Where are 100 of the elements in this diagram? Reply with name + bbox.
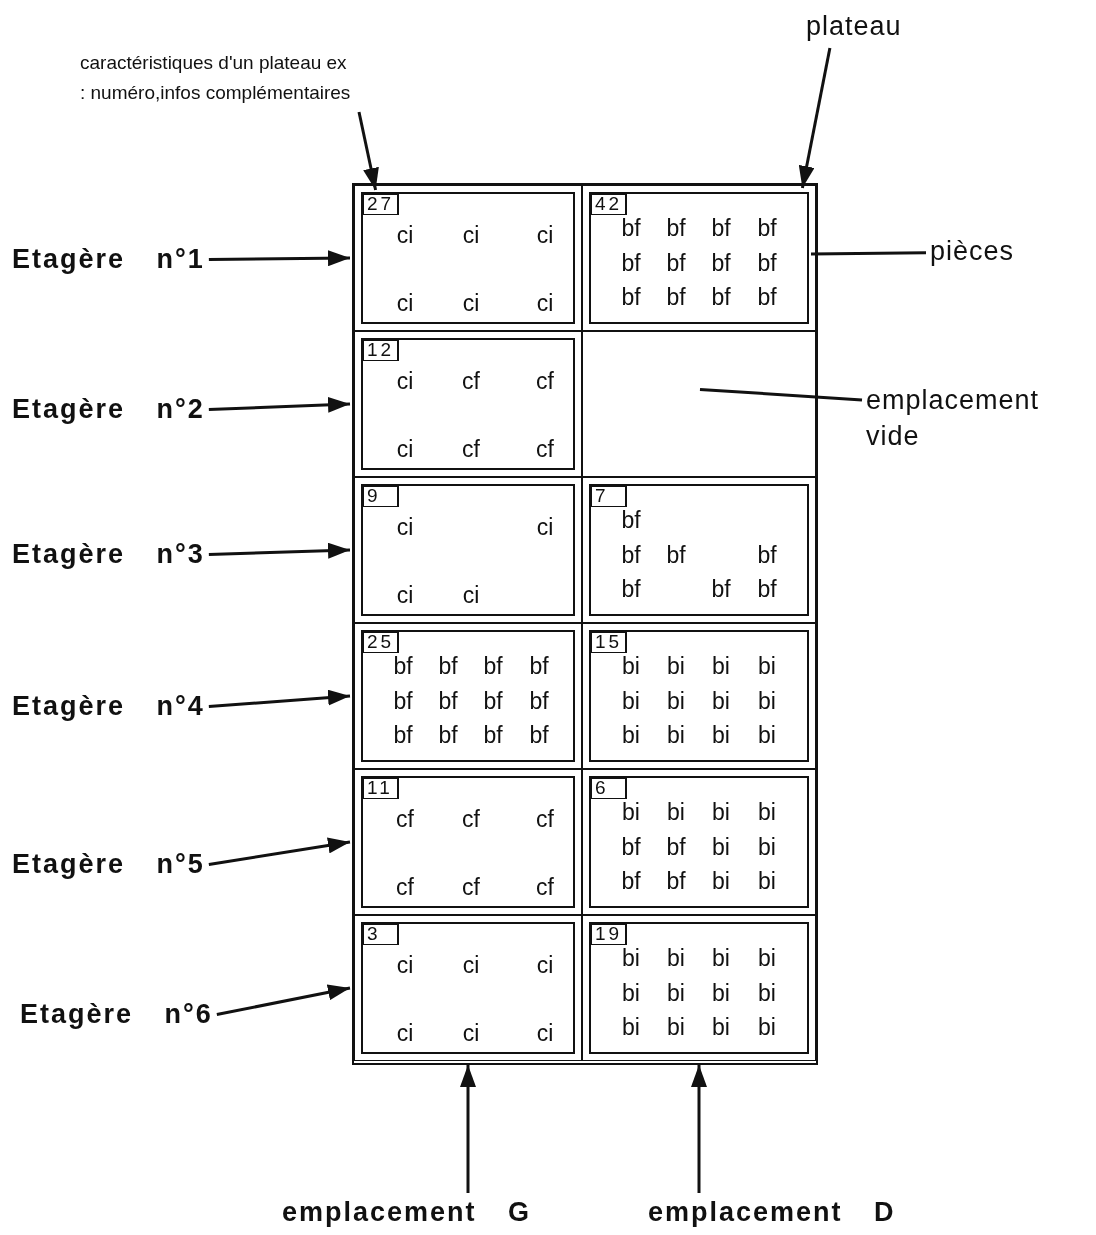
- piece-code: bf: [665, 868, 687, 894]
- tray-number-tag: 3: [363, 924, 399, 945]
- piece-code: ci: [461, 290, 481, 316]
- piece-code: bi: [757, 799, 777, 825]
- piece-code: bi: [757, 980, 777, 1006]
- piece-code: bf: [620, 507, 642, 533]
- piece-code: ci: [395, 582, 415, 608]
- piece-code: bi: [621, 799, 641, 825]
- piece-code: ci: [395, 514, 415, 540]
- shelf-slot: [354, 769, 582, 915]
- piece-code: ci: [461, 582, 481, 608]
- piece-code: bf: [620, 284, 642, 310]
- tray-number-tag: 12: [363, 340, 399, 361]
- slot-label: emplacement G: [282, 1197, 532, 1228]
- piece-code: bi: [757, 688, 777, 714]
- shelf-label: Etagère n°6: [20, 999, 213, 1030]
- tray-number-tag: 25: [363, 632, 399, 653]
- piece-code: bf: [665, 542, 687, 568]
- piece-code: bi: [621, 688, 641, 714]
- piece-code: cf: [535, 436, 555, 462]
- piece-code: bf: [620, 250, 642, 276]
- piece-code: bf: [756, 284, 778, 310]
- piece-code: bi: [711, 834, 731, 860]
- piece-code: bi: [711, 722, 731, 748]
- piece-code: ci: [461, 1020, 481, 1046]
- shelf-label: Etagère n°2: [12, 394, 205, 425]
- piece-code: bi: [711, 799, 731, 825]
- piece-code: bf: [620, 542, 642, 568]
- tray-box: [361, 192, 575, 324]
- piece-code: bi: [621, 980, 641, 1006]
- piece-code: bi: [621, 1014, 641, 1040]
- shelf-slot: [354, 477, 582, 623]
- arrow: [691, 1065, 707, 1193]
- piece-code: bf: [528, 653, 550, 679]
- arrow: [216, 984, 351, 1016]
- shelf-label: Etagère n°1: [12, 244, 205, 275]
- tray-number-tag: 9: [363, 486, 399, 507]
- piece-code: bi: [666, 653, 686, 679]
- piece-code: bi: [757, 653, 777, 679]
- piece-code: bf: [665, 834, 687, 860]
- arrow: [208, 542, 351, 559]
- piece-code: ci: [535, 952, 555, 978]
- piece-code: bf: [710, 576, 732, 602]
- callout-text: emplacement vide: [866, 382, 1096, 454]
- piece-code: bi: [711, 1014, 731, 1040]
- tray-box: [361, 484, 575, 616]
- shelf-slot: [354, 915, 582, 1061]
- piece-code: bi: [666, 945, 686, 971]
- piece-code: ci: [461, 222, 481, 248]
- piece-code: ci: [535, 1020, 555, 1046]
- piece-code: bf: [665, 250, 687, 276]
- piece-code: bi: [666, 722, 686, 748]
- piece-code: bf: [665, 215, 687, 241]
- piece-code: cf: [461, 806, 481, 832]
- piece-code: bf: [528, 688, 550, 714]
- piece-code: bi: [666, 799, 686, 825]
- piece-code: bi: [757, 1014, 777, 1040]
- shelf-slot: [582, 331, 816, 477]
- piece-code: bi: [666, 688, 686, 714]
- callout-text: pièces: [930, 233, 1015, 269]
- piece-code: bi: [666, 980, 686, 1006]
- shelf-slot: [354, 331, 582, 477]
- shelf-label: Etagère n°3: [12, 539, 205, 570]
- piece-code: bi: [711, 868, 731, 894]
- arrow: [798, 47, 832, 189]
- piece-code: ci: [395, 368, 415, 394]
- leader-line: [699, 387, 863, 402]
- piece-code: bi: [757, 834, 777, 860]
- piece-code: ci: [461, 952, 481, 978]
- piece-code: bf: [756, 576, 778, 602]
- leader-line: [811, 251, 926, 256]
- piece-code: ci: [535, 514, 555, 540]
- piece-code: bf: [437, 653, 459, 679]
- callout-text: caractéristiques d'un plateau ex : numéro,infos complémentaires: [80, 48, 530, 108]
- tray-number-tag: 7: [591, 486, 627, 507]
- piece-code: bi: [757, 868, 777, 894]
- arrow: [208, 689, 351, 708]
- piece-code: bf: [392, 722, 414, 748]
- tray-box: [361, 630, 575, 762]
- piece-code: ci: [395, 436, 415, 462]
- piece-code: bi: [621, 945, 641, 971]
- piece-code: bf: [756, 250, 778, 276]
- piece-code: cf: [395, 874, 415, 900]
- shelf-label: Etagère n°5: [12, 849, 205, 880]
- piece-code: bi: [757, 945, 777, 971]
- arrow: [357, 111, 379, 191]
- piece-code: cf: [535, 874, 555, 900]
- piece-code: bf: [528, 722, 550, 748]
- piece-code: bf: [482, 653, 504, 679]
- piece-code: bf: [482, 722, 504, 748]
- slot-label: emplacement D: [648, 1197, 896, 1228]
- piece-code: bi: [711, 980, 731, 1006]
- piece-code: bi: [757, 722, 777, 748]
- piece-code: bi: [621, 722, 641, 748]
- piece-code: bi: [666, 1014, 686, 1040]
- tray-number-tag: 19: [591, 924, 627, 945]
- piece-code: ci: [395, 1020, 415, 1046]
- piece-code: cf: [535, 368, 555, 394]
- piece-code: bf: [756, 215, 778, 241]
- arrow: [208, 837, 351, 866]
